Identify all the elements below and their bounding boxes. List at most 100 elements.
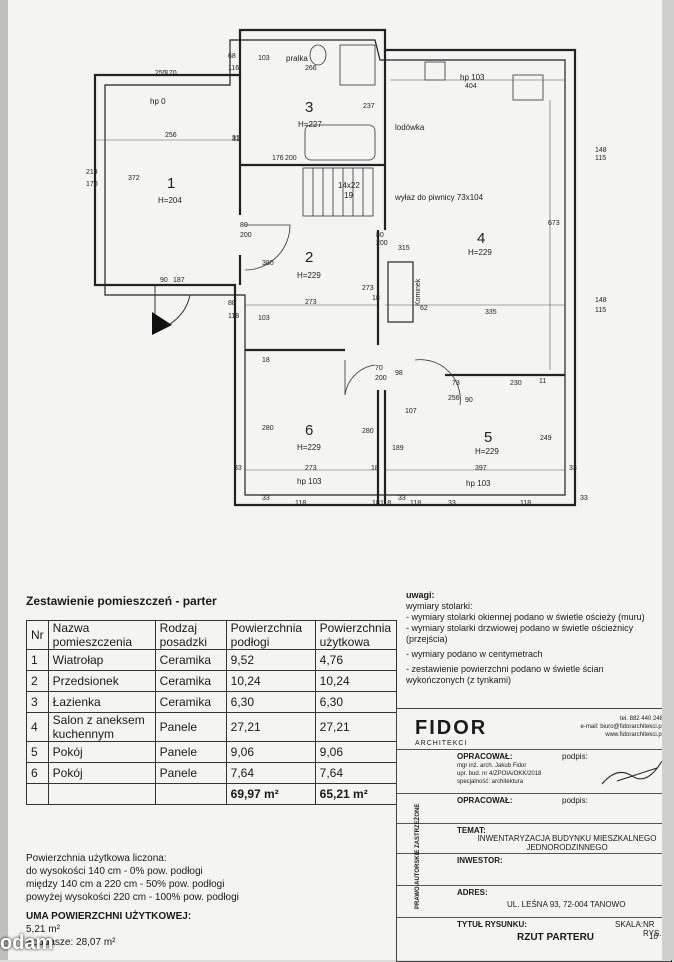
dimension-label: 118	[410, 500, 421, 507]
usable-area-notes: Powierzchnia użytkowa liczona: do wysoko…	[26, 852, 239, 949]
remark-line: - zestawienie powierzchni podano w świet…	[406, 664, 604, 674]
room-number-2: 2	[305, 249, 313, 266]
dimension-label: 103	[258, 55, 270, 62]
washbasin	[424, 61, 446, 81]
dimension-label: 273	[305, 299, 317, 306]
dimension-label: 80	[376, 232, 384, 239]
header-floor-type: Rodzaj posadzki	[154, 620, 227, 650]
dimension-label: 116	[228, 65, 239, 72]
label-kominek: Kominek	[415, 278, 422, 306]
cell-usable: 9,06	[314, 741, 397, 763]
floor-plan-svg: 1 2 3 4 5 6 H=204 H=229 H=227 H=229 H=22…	[86, 28, 607, 507]
header-nr: Nr	[26, 620, 49, 650]
dimension-label: 230	[510, 380, 522, 387]
stairs	[302, 167, 374, 217]
dimension-label: 33	[234, 465, 242, 472]
nrrys-value: 10	[649, 932, 658, 941]
dimension-label: 31	[232, 136, 240, 143]
dimension-label: 200	[376, 240, 388, 247]
dimension-label: 176	[272, 155, 284, 162]
cell-name: Wiatrołap	[47, 649, 156, 671]
cell-floor: Panele	[154, 712, 227, 742]
stove	[512, 74, 544, 101]
dimension-label: 200	[285, 155, 297, 162]
shower	[339, 44, 376, 86]
cell-nr: 6	[26, 762, 49, 784]
table-header-row: Nr Nazwa pomieszczenia Rodzaj posadzki P…	[26, 620, 397, 650]
contact-website: www.fidorarchitekci.pl	[605, 732, 663, 738]
dimension-label: 115	[595, 155, 606, 162]
skala-label: SKALA:	[615, 920, 644, 929]
table-title: Zestawienie pomieszczeń - parter	[26, 594, 217, 608]
label-pralka: pralka	[286, 54, 308, 63]
outer-wall	[93, 28, 577, 507]
dimension-label: 200	[240, 232, 252, 239]
cell-floor: Ceramika	[154, 649, 227, 671]
author-name: mgr inż. arch. Jakub Fidor	[457, 763, 527, 769]
signature-icon	[601, 760, 663, 785]
dimension-label: 218	[86, 169, 98, 176]
dimension-label: 62	[420, 305, 428, 312]
fireplace	[387, 261, 414, 323]
podpis2-label: podpis:	[562, 796, 588, 805]
room-height-6: H=229	[297, 443, 321, 452]
opracowal2-label: OPRACOWAŁ:	[457, 796, 513, 805]
remark-line: - wymiary stolarki okiennej podano w świ…	[406, 612, 645, 622]
dimension-label: 673	[548, 220, 560, 227]
dimension-label: 33	[569, 465, 577, 472]
dimension-label: 170	[86, 181, 98, 188]
inwestor-label: INWESTOR:	[457, 856, 503, 865]
remark-line: (przejścia)	[406, 634, 448, 644]
room-height-5: H=229	[475, 447, 499, 456]
cell-area: 9,52	[225, 649, 316, 671]
cell-usable: 27,21	[314, 712, 397, 742]
label-hp103-bottom5: hp 103	[466, 479, 491, 488]
floor-plan: 1 2 3 4 5 6 H=204 H=229 H=227 H=229 H=22…	[8, 0, 674, 585]
remarks-title: uwagi:	[406, 590, 435, 600]
tytul-label: TYTUŁ RYSUNKU:	[457, 920, 527, 929]
cell-usable: 10,24	[314, 670, 397, 692]
cell-nr: 2	[26, 670, 49, 692]
room-height-1: H=204	[158, 196, 182, 205]
dimension-label: 115	[595, 307, 606, 314]
room-number-3: 3	[305, 99, 313, 116]
header-floor-area: Powierzchnia podłogi	[225, 620, 316, 650]
label-wylaz: wyłaz do piwnicy 73x104	[394, 193, 484, 202]
remark-line: wykończonych (z tynkami)	[406, 675, 512, 685]
dimension-label: 148	[595, 297, 607, 304]
entry-arrow	[152, 312, 172, 335]
dimension-label: 170	[165, 70, 177, 77]
cell-floor: Ceramika	[154, 691, 227, 713]
note-line: Poddasze: 28,07 m²	[26, 937, 116, 948]
dimension-label: 118	[380, 500, 391, 507]
dimension-label: 88	[228, 300, 236, 307]
label-stairs: 14x22	[338, 181, 360, 190]
cell-area: 27,21	[225, 712, 316, 742]
opracowal-row: OPRACOWAŁ: mgr inż. arch. Jakub Fidor up…	[397, 749, 671, 794]
dimension-label: 280	[262, 425, 274, 432]
dimension-label: 256	[165, 132, 177, 139]
dimension-label: 189	[392, 445, 404, 452]
adres-label: ADRES:	[457, 888, 488, 897]
label-lodowka: lodówka	[395, 123, 425, 132]
remark-line: - wymiary stolarki drzwiowej podano w św…	[406, 623, 634, 633]
dimension-label: 273	[362, 285, 374, 292]
dimension-label: 18	[372, 500, 380, 507]
author-details: mgr inż. arch. Jakub Fidor upr. bud. nr …	[457, 762, 541, 786]
dimension-label: 256	[448, 395, 460, 402]
dimension-label: 11	[539, 378, 546, 385]
bathtub	[304, 124, 376, 161]
room-height-4: H=229	[468, 248, 492, 257]
dimension-label: 255	[155, 70, 167, 77]
cell-floor: Ceramika	[154, 670, 227, 692]
cell-empty	[154, 783, 227, 805]
dimension-label: 249	[540, 435, 552, 442]
note-line: UMA POWIERZCHNI UŻYTKOWEJ:	[26, 911, 192, 922]
cell-area: 7,64	[225, 762, 316, 784]
cell-usable: 7,64	[314, 762, 397, 784]
dimension-label: 404	[465, 83, 477, 90]
cell-name: Pokój	[47, 762, 156, 784]
dimension-label: 280	[362, 428, 374, 435]
